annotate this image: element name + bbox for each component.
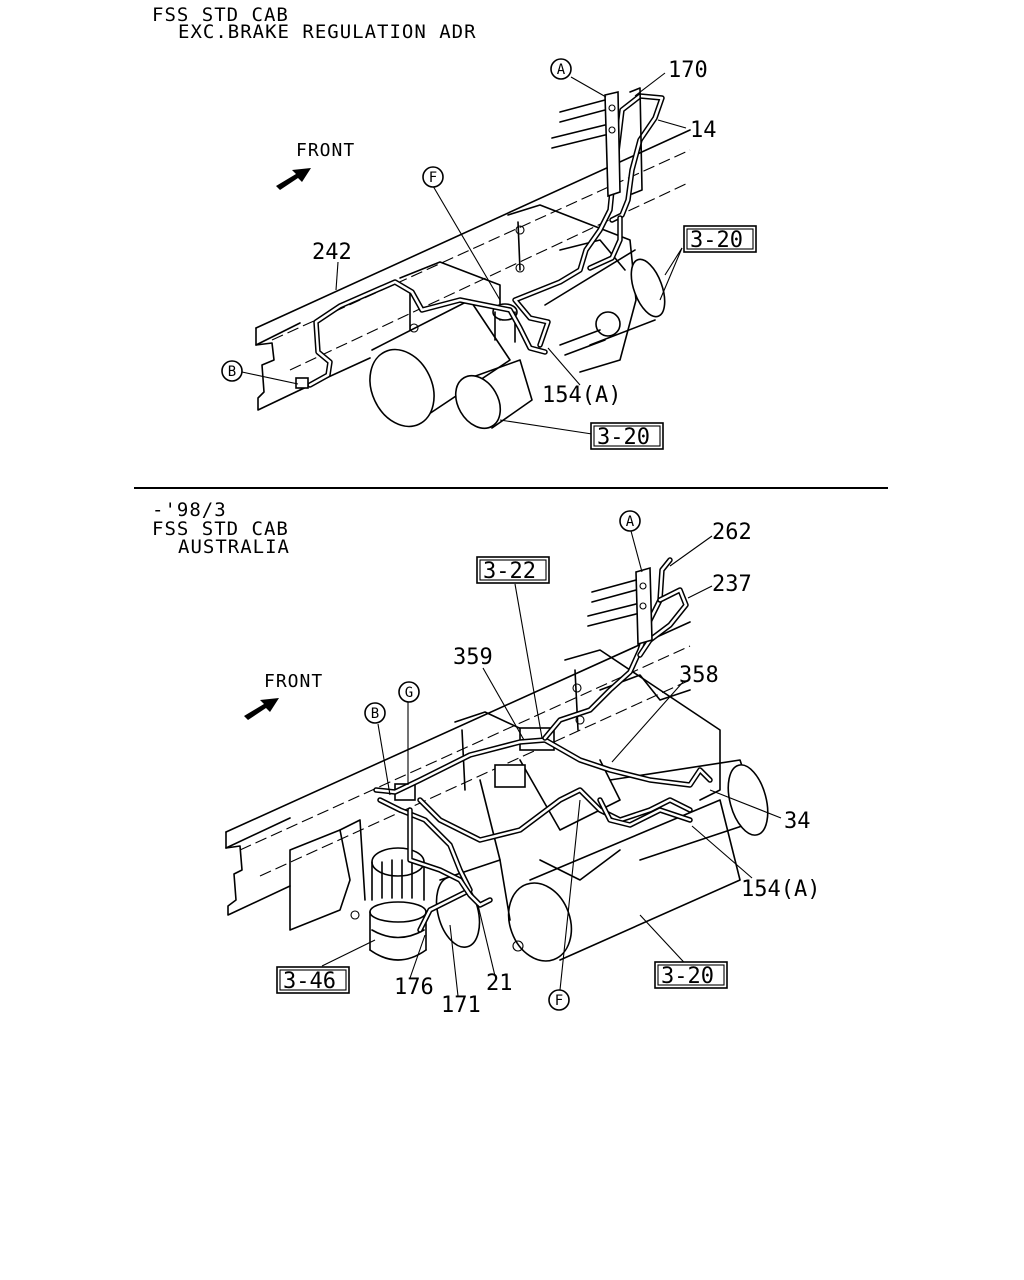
bottom-part-171: 171 — [441, 993, 481, 1018]
top-callout-b: B — [221, 360, 243, 382]
bottom-part-154a: 154(A) — [741, 877, 820, 902]
bottom-part-358: 358 — [679, 663, 719, 688]
bottom-crossmember — [289, 649, 721, 931]
top-ref-box-lower: 3-20 — [590, 422, 664, 450]
bottom-callout-f-text: F — [555, 993, 563, 1009]
top-ref-upper-text: 3-20 — [690, 228, 743, 253]
top-part-242: 242 — [312, 240, 352, 265]
top-callout-b-text: B — [228, 364, 236, 380]
bottom-header-line1: FSS STD CAB — [152, 518, 289, 540]
bottom-part-176: 176 — [394, 975, 434, 1000]
bottom-part-262: 262 — [712, 520, 752, 545]
top-callout-f-text: F — [429, 170, 437, 186]
bottom-ref-3-20-text: 3-20 — [661, 964, 714, 989]
top-front-indicator: FRONT — [276, 140, 355, 190]
bottom-ref-box-3-20: 3-20 — [654, 961, 728, 989]
top-air-tank-right — [544, 249, 666, 356]
bottom-leader-lines — [321, 530, 782, 997]
bottom-callout-a: A — [619, 510, 641, 532]
front-arrow-icon — [276, 168, 311, 190]
bottom-ref-box-3-46: 3-46 — [276, 966, 350, 994]
bottom-ref-3-22-text: 3-22 — [483, 559, 536, 584]
bottom-diagram: -'98/3 FSS STD CAB AUSTRALIA FRONT — [152, 499, 820, 1018]
top-part-170: 170 — [668, 58, 708, 83]
bottom-callout-b-text: B — [371, 706, 379, 722]
bottom-front-indicator: FRONT — [244, 671, 323, 720]
top-ref-box-upper: 3-20 — [683, 225, 757, 253]
bottom-part-359: 359 — [453, 645, 493, 670]
bottom-hose-bracket — [587, 566, 653, 646]
top-part-14: 14 — [690, 118, 717, 143]
bottom-air-tank-center — [507, 799, 741, 962]
bottom-callout-a-text: A — [626, 514, 635, 530]
bottom-callout-f: F — [548, 989, 570, 1011]
top-leader-lines — [241, 72, 687, 435]
bottom-pipes — [373, 557, 713, 933]
bottom-ref-box-3-22: 3-22 — [476, 556, 550, 584]
top-ref-lower-text: 3-20 — [597, 425, 650, 450]
bottom-ref-3-46-text: 3-46 — [283, 969, 336, 994]
top-pipe-242 — [295, 279, 548, 389]
top-callout-f: F — [422, 166, 444, 188]
bottom-part-21: 21 — [486, 971, 513, 996]
bottom-part-237: 237 — [712, 572, 752, 597]
top-callout-a-text: A — [557, 62, 566, 78]
top-header-line2: EXC.BRAKE REGULATION ADR — [178, 21, 477, 43]
bottom-frame-rail — [225, 621, 691, 916]
top-part-154a: 154(A) — [542, 383, 621, 408]
top-front-label: FRONT — [296, 140, 355, 161]
top-diagram: FSS STD CAB EXC.BRAKE REGULATION ADR FRO… — [152, 4, 757, 450]
bottom-callout-g-text: G — [405, 685, 413, 701]
bottom-callout-b: B — [364, 702, 386, 724]
bottom-front-label: FRONT — [264, 671, 323, 692]
top-callout-a: A — [550, 58, 572, 80]
front-arrow-icon — [244, 698, 279, 720]
top-header-line1: FSS STD CAB — [152, 4, 289, 26]
top-air-tank-left — [369, 299, 511, 428]
top-hose-bracket — [551, 87, 643, 198]
bottom-part-34: 34 — [784, 809, 811, 834]
bottom-air-tank-rear — [609, 759, 769, 861]
bottom-callout-g: G — [398, 681, 420, 703]
bottom-header-line0: -'98/3 — [152, 499, 227, 521]
bottom-header-line2: AUSTRALIA — [178, 536, 290, 558]
top-pipe-14 — [512, 93, 665, 348]
